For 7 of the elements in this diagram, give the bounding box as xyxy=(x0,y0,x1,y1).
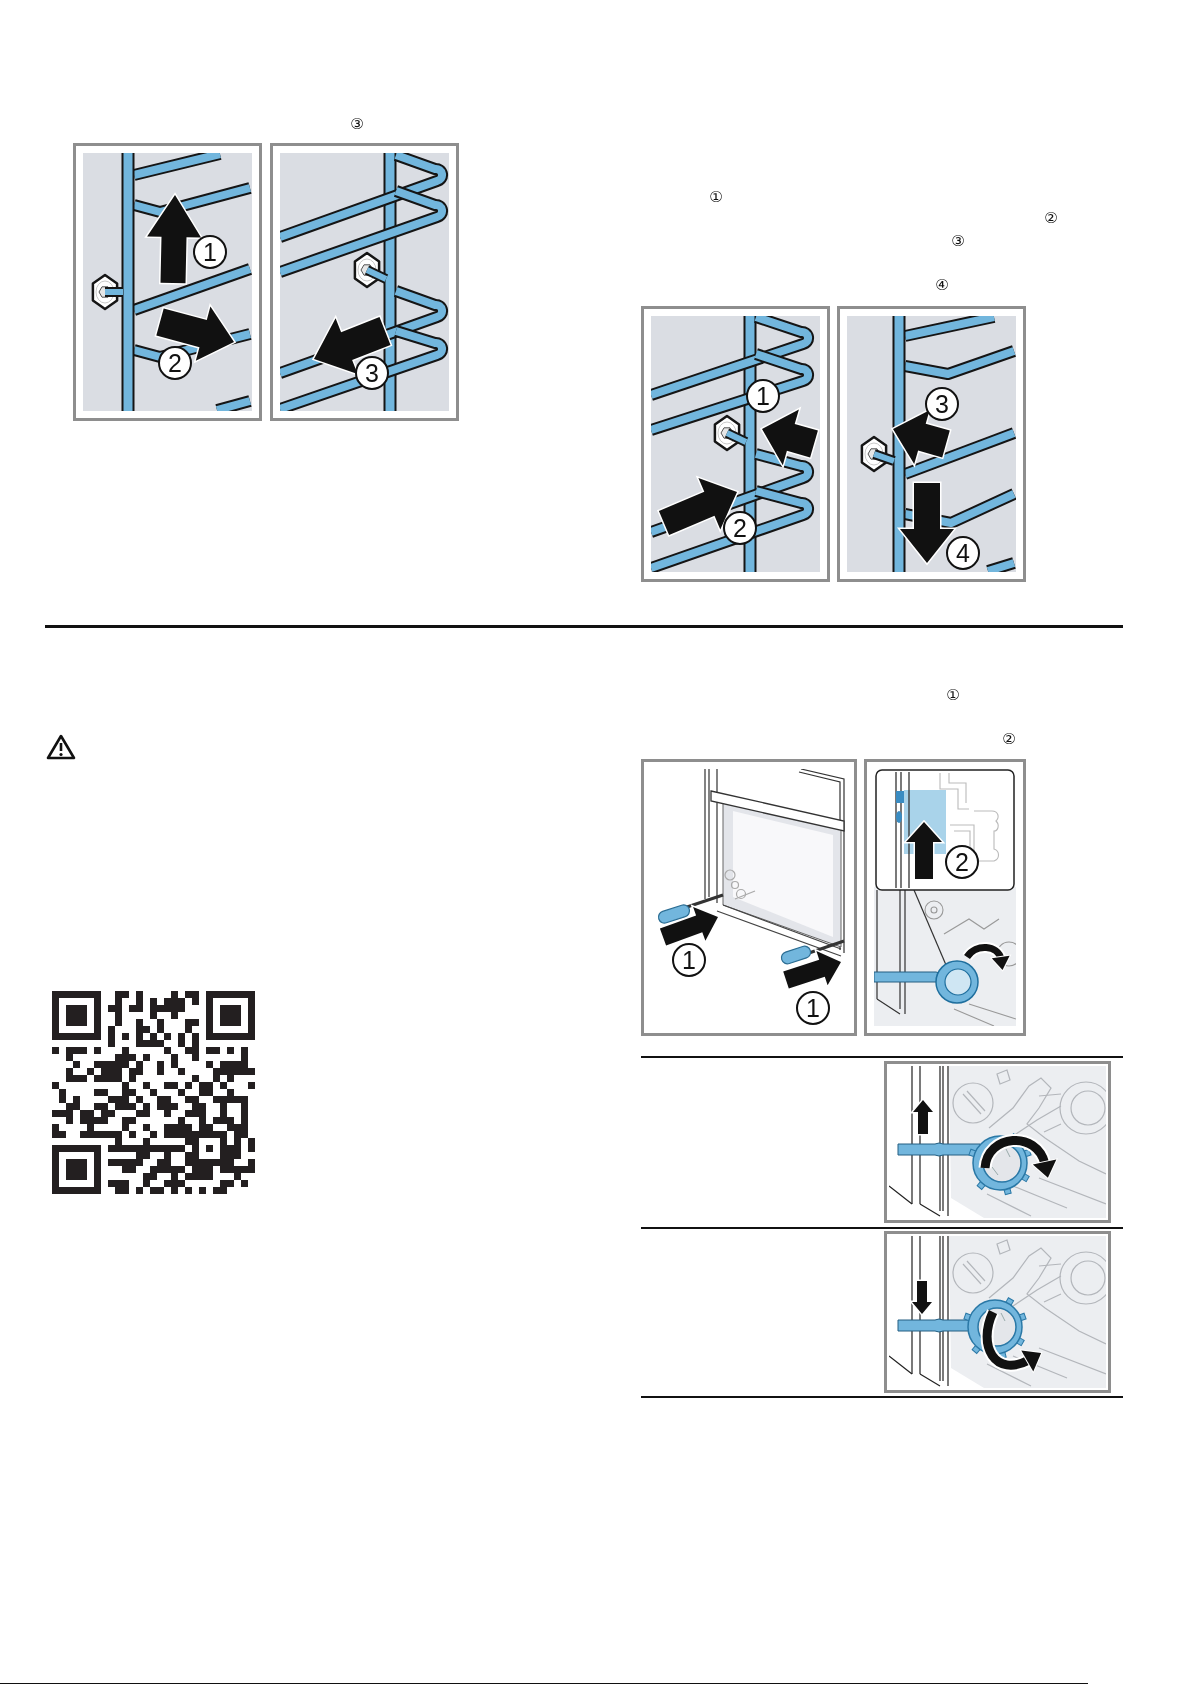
step-number: ② xyxy=(1044,210,1058,226)
step-number: ① xyxy=(946,687,960,703)
step-number: ③ xyxy=(951,233,965,249)
step-number: ② xyxy=(1002,731,1016,747)
step-number: ④ xyxy=(935,277,949,293)
step-number: ① xyxy=(709,189,723,205)
step-number: ③ xyxy=(350,116,364,132)
